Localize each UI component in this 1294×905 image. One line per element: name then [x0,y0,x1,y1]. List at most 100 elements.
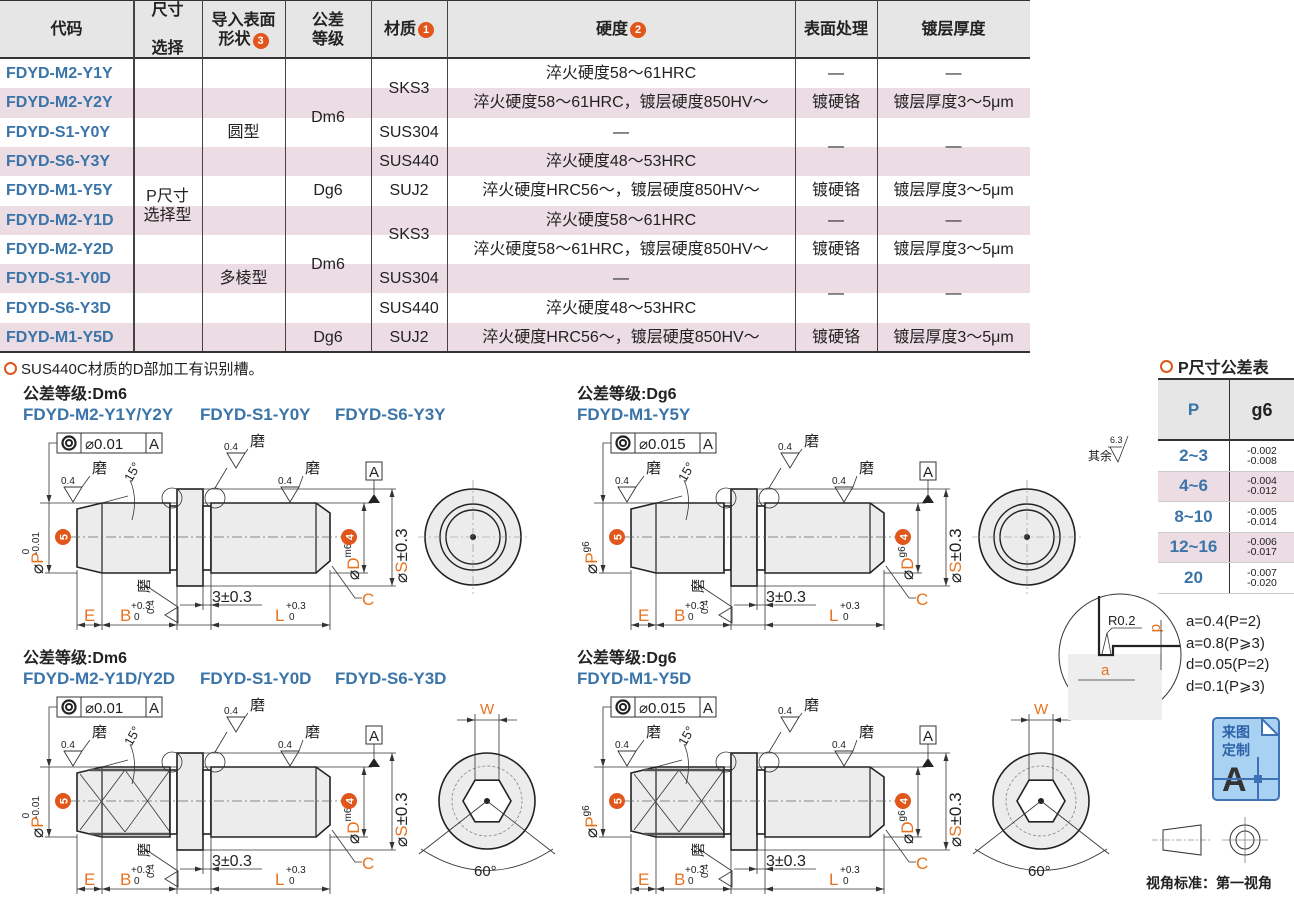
detail-line: a=0.4(P=2) [1186,613,1262,630]
table-header [0,0,1030,59]
roughness-value: 0.4 [146,600,157,614]
text: 形状 [218,30,251,48]
detail-line: a=0.8(P⩾3) [1186,634,1265,652]
relief-groove [169,505,178,571]
text: 淬火硬度HRC56～，镀层硬度850HV～ [482,328,760,346]
e-label: E [84,870,95,889]
text: 淬火硬度HRC56～，镀层硬度850HV～ [482,182,760,200]
arrowhead [195,866,203,872]
text: 镀层厚度3～5μm [893,94,1014,112]
p-range: 12~16 [1158,532,1230,562]
leader-line [214,467,228,489]
hardness-cell: 淬火硬度58～61HRC [447,59,795,88]
g6-header: g6 [1251,399,1273,420]
concentricity-icon-inner [619,703,627,711]
leader-line [698,848,733,872]
custom-drawing-badge[interactable]: 来图定制 A [1212,717,1280,801]
arrowhead [915,503,921,511]
taper-angle: 15° [675,460,698,485]
grind-label: 磨 [305,724,320,741]
code-cell: FDYD-S1-Y0D [0,264,133,293]
note-number-icon: 1 [418,21,434,38]
column-divider [795,0,796,353]
text: Dg6 [313,328,343,346]
l-tol-zero: 0 [289,612,295,623]
w-label: W [1034,701,1049,718]
text: 淬火硬度48～53HRC [545,153,697,171]
arrowhead [94,886,102,892]
tolerance-grade-title: 公差等级:Dg6 [577,648,677,667]
ring-bullet-icon [4,362,17,375]
roughness-symbol-icon [617,486,637,503]
frame-leader [48,442,57,500]
arrowhead [749,866,757,872]
p-range: 4~6 [1158,471,1230,501]
relief-groove [202,505,212,571]
arrowhead [723,622,731,628]
concentricity-icon [615,435,631,451]
arrowhead [102,886,110,892]
l-tol-plus: +0.3 [286,865,306,876]
c-label: C [916,854,928,873]
p-tolerance-title-text: P尺寸公差表 [1178,360,1269,377]
text: Dg6 [313,182,343,200]
frame-tolerance-value: ⌀0.01 [85,436,123,453]
plating-cell: 镀层厚度3～5μm [877,88,1030,117]
l-label: L [829,870,838,889]
pin-shaft [210,502,331,574]
concentricity-icon [615,699,631,715]
header-surface: 表面处理 [795,0,877,59]
code-cell: FDYD-S6-Y3Y [0,147,133,176]
relief-groove [723,769,732,835]
text: 镀层厚度3～5μm [893,182,1014,200]
text: 圆型 [227,123,260,141]
p-table-row: 12~16-0.006-0.017 [1158,532,1294,563]
grind-label: 磨 [646,460,661,477]
arrowhead [499,717,507,723]
text: P尺寸 [146,187,189,205]
badge-text: 来图定制 [1222,724,1250,758]
detail-line: d=0.05(P=2) [1186,656,1270,673]
frame-datum: A [703,436,713,453]
drawing-product-code: FDYD-M2-Y1D/Y2D [23,669,175,688]
d-letter: D [898,821,917,833]
p-letter: P [28,816,47,827]
text: 材质 [383,21,416,38]
dia-symbol: ⌀ [392,573,411,583]
header-size: 尺寸选择 [133,0,202,59]
pin-collar [176,488,204,587]
text: 淬火硬度58～61HRC [545,65,697,83]
arrowhead [765,622,773,628]
b-label: B [674,606,685,625]
code-cell: FDYD-M1-Y5Y [0,176,133,205]
angle-mark [655,743,689,785]
roughness-value: 0.4 [278,740,292,751]
l-tol-plus: +0.3 [840,601,860,612]
ring-bullet-icon [1160,359,1173,373]
g6-values: -0.004-0.012 [1230,472,1294,502]
concentricity-icon [61,699,77,715]
leader-line [852,739,858,752]
g6-values: -0.007-0.020 [1230,563,1294,593]
drawing-product-code: FDYD-M2-Y1Y/Y2Y [23,405,174,424]
surface-cell: 镀硬铬 [795,176,877,205]
c-label: C [362,854,374,873]
text: — [945,138,962,156]
l-label: L [829,606,838,625]
datum-box [919,725,937,745]
material-cell: SUJ2 [371,323,447,352]
p-range: 2~3 [1158,441,1230,471]
badge-number: 4 [899,797,911,804]
s-tol: ±0.3 [946,792,965,825]
arrowhead [389,489,395,497]
arrowhead [648,622,656,628]
leader-line [144,848,179,872]
e-label: E [638,870,649,889]
material-cell: SUS304 [371,264,447,293]
surface-cell: — [795,264,877,323]
column-divider [202,0,203,353]
p-table-row: 20-0.007-0.020 [1158,563,1294,594]
p-tol: g6 [581,805,592,817]
leader-line [635,739,645,752]
